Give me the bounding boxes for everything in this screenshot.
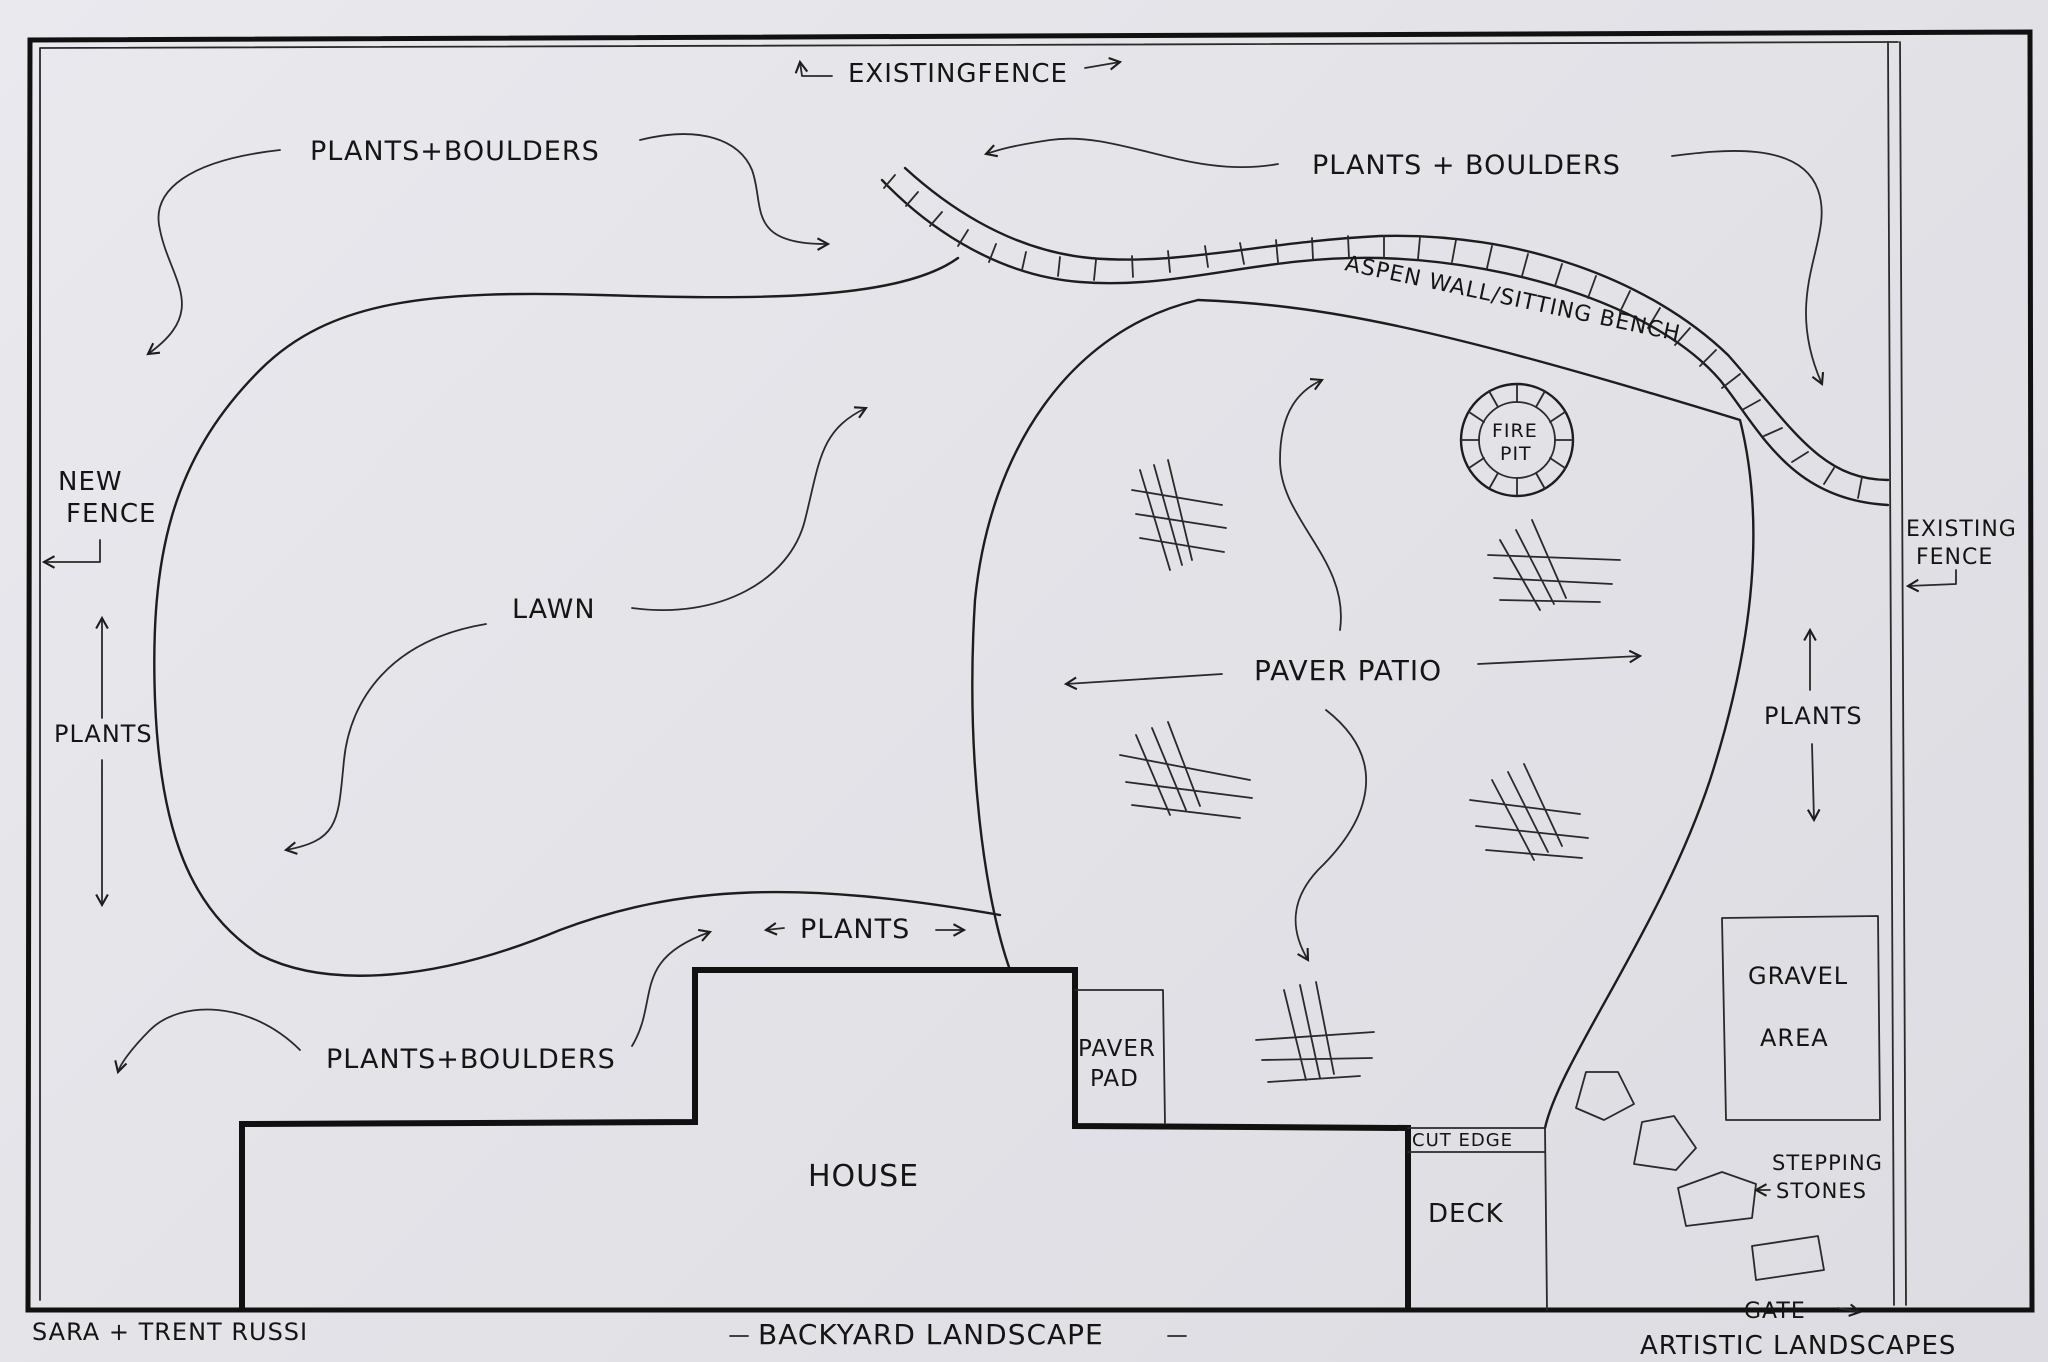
fence-line-inner — [39, 41, 1907, 1306]
stepping-stones — [1575, 1071, 1825, 1281]
patio-boundary — [971, 298, 1755, 1130]
paver-hatches — [1119, 459, 1621, 1083]
arrow-pb-top-right-2 — [1671, 150, 1825, 386]
arrow-existing-fence-right-pointer — [1905, 569, 1957, 593]
label-plants-left: PLANTS — [54, 720, 153, 748]
house-outline — [239, 967, 1411, 1310]
label-plants-boulders-bottom: PLANTS+BOULDERS — [326, 1044, 616, 1075]
arrow-existing-fence-left — [794, 59, 833, 77]
stepping-stone-1 — [1575, 1071, 1635, 1121]
plan-title: BACKYARD LANDSCAPE — [758, 1318, 1104, 1351]
stepping-stone-3 — [1677, 1171, 1757, 1227]
aspen-wall-outer — [880, 178, 1890, 507]
arrow-plants-bottom-left — [763, 922, 785, 936]
label-existing-fence-right-1: EXISTING — [1906, 517, 2017, 542]
arrow-patio-right — [1477, 649, 1643, 665]
label-stepping-2: STONES — [1776, 1179, 1867, 1203]
arrow-pb-bottom-2 — [631, 928, 713, 1047]
label-existing-fence-top: EXISTINGFENCE — [848, 59, 1068, 89]
label-plants-right: PLANTS — [1764, 702, 1863, 730]
label-gravel-2: AREA — [1760, 1024, 1829, 1052]
arrow-lawn-right — [631, 406, 868, 612]
label-plants-bottom: PLANTS — [800, 914, 910, 945]
label-cut-edge: CUT EDGE — [1412, 1130, 1513, 1151]
label-paver-pad-2: PAD — [1090, 1066, 1139, 1092]
arrow-existing-fence-right — [1084, 57, 1123, 71]
label-plants-boulders-top-right: PLANTS + BOULDERS — [1312, 150, 1621, 181]
aspen-wall-blocks — [883, 174, 1863, 499]
company-name: ARTISTIC LANDSCAPES — [1640, 1331, 1956, 1361]
property-border — [25, 29, 2035, 1313]
label-fire-pit-2: PIT — [1500, 443, 1532, 465]
label-paver-pad-1: PAVER — [1078, 1036, 1156, 1062]
label-gate: GATE — [1744, 1299, 1806, 1324]
label-plants-boulders-top-left: PLANTS+BOULDERS — [310, 136, 600, 167]
lawn-boundary — [153, 256, 1002, 977]
arrow-pb-top-left-2 — [639, 133, 831, 251]
paver-pad-outline — [1074, 989, 1166, 1125]
gravel-area-outline — [1721, 915, 1881, 1121]
label-deck: DECK — [1428, 1199, 1504, 1229]
fire-pit-ring-blocks — [1460, 383, 1574, 497]
arrow-pb-top-left-1 — [146, 149, 281, 356]
arrow-lawn-left — [283, 623, 487, 855]
label-gravel-1: GRAVEL — [1748, 962, 1848, 990]
arrow-pb-top-right-1 — [983, 137, 1279, 169]
arrow-gate — [1837, 1303, 1863, 1317]
stepping-stone-4 — [1751, 1235, 1825, 1281]
arrow-pb-bottom-1 — [114, 1008, 301, 1075]
label-lawn: LAWN — [512, 594, 596, 625]
label-aspen-wall: ASPEN WALL/SITTING BENCH — [1343, 251, 1683, 347]
label-existing-fence-right-2: FENCE — [1916, 545, 1993, 570]
arrow-patio-up — [1279, 377, 1342, 631]
label-paver-patio: PAVER PATIO — [1254, 654, 1442, 687]
arrow-patio-down — [1294, 709, 1367, 962]
title-block: SARA + TRENT RUSSI BACKYARD LANDSCAPE AR… — [32, 1318, 1956, 1361]
stepping-stone-2 — [1633, 1115, 1697, 1171]
arrow-patio-left — [1063, 673, 1223, 691]
label-new-fence-1: NEW — [58, 467, 123, 497]
label-house: HOUSE — [808, 1159, 919, 1194]
aspen-wall-inner — [903, 166, 1890, 482]
deck-outline — [1407, 1127, 1548, 1311]
annotation-arrows — [41, 57, 1957, 1317]
arrow-new-fence — [41, 539, 101, 569]
label-stepping-1: STEPPING — [1772, 1151, 1883, 1175]
label-new-fence-2: FENCE — [66, 499, 156, 529]
label-fire-pit-1: FIRE — [1492, 420, 1538, 442]
labels: EXISTINGFENCE PLANTS+BOULDERS PLANTS + B… — [54, 59, 2017, 1324]
arrow-plants-right-down — [1806, 743, 1821, 823]
client-name: SARA + TRENT RUSSI — [32, 1318, 308, 1346]
